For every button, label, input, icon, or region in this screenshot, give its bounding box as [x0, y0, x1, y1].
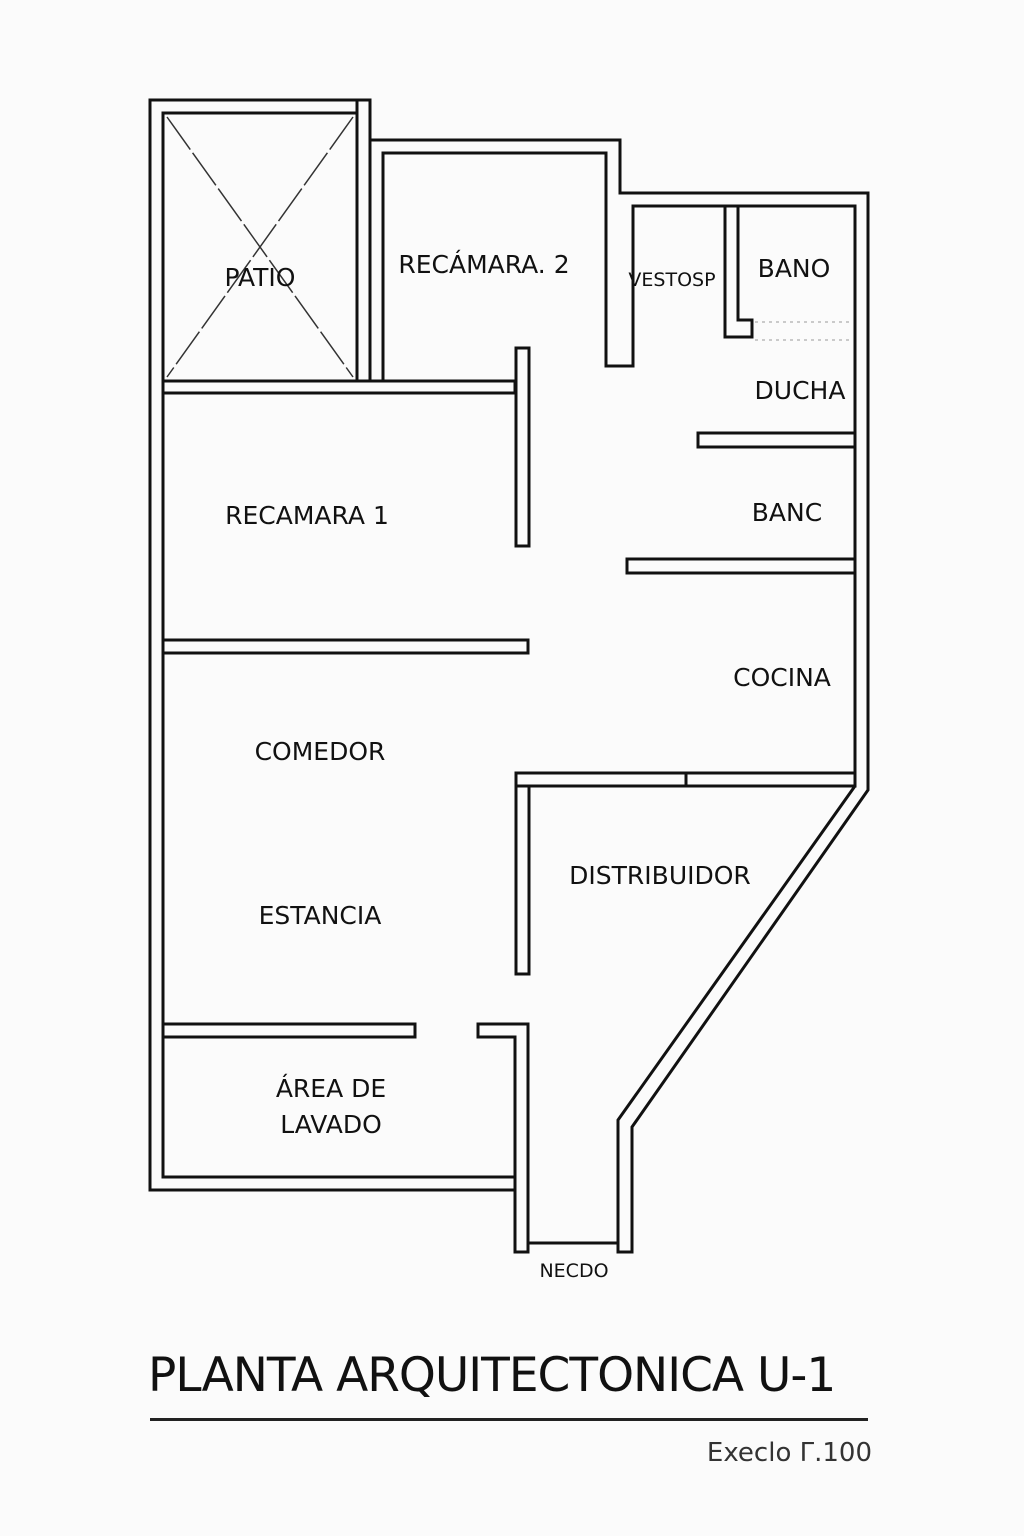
- room-label-recamara-2: RECÁMARA. 2: [398, 250, 569, 279]
- patio-right-wall: [355, 98, 372, 395]
- room-label-vestidor: VESTOSP: [628, 269, 715, 291]
- scale-label: Execlo Γ.100: [706, 1438, 872, 1468]
- wall: [161, 379, 517, 395]
- wall: [476, 1022, 530, 1254]
- title-underline: [150, 1418, 868, 1421]
- room-label-estancia: ESTANCIA: [259, 901, 382, 930]
- room-label-cocina: COCINA: [733, 663, 831, 692]
- room-label-lavado-1: ÁREA DE: [276, 1074, 386, 1103]
- wall: [161, 638, 530, 655]
- room-label-bano: BANO: [758, 254, 831, 283]
- entrance-label: NECDO: [539, 1260, 608, 1282]
- room-label-ducha: DUCHA: [755, 376, 846, 405]
- patio-x-mark: [166, 116, 354, 378]
- room-label-patio: PATIO: [225, 263, 296, 292]
- room-label-comedor: COMEDOR: [255, 737, 386, 766]
- wall: [161, 1022, 417, 1039]
- wall: [514, 784, 531, 976]
- room-label-distribuidor: DISTRIBUIDOR: [569, 861, 751, 890]
- wall: [696, 431, 857, 449]
- wall: [723, 204, 754, 339]
- room-label-recamara-1: RECAMARA 1: [225, 501, 389, 530]
- plan-title: PLANTA ARQUITECTONICA U-1: [148, 1348, 836, 1403]
- room-label-lavado-2: LAVADO: [280, 1110, 382, 1139]
- wall: [625, 557, 857, 575]
- wall: [514, 346, 531, 548]
- room-label-banc: BANC: [752, 498, 822, 527]
